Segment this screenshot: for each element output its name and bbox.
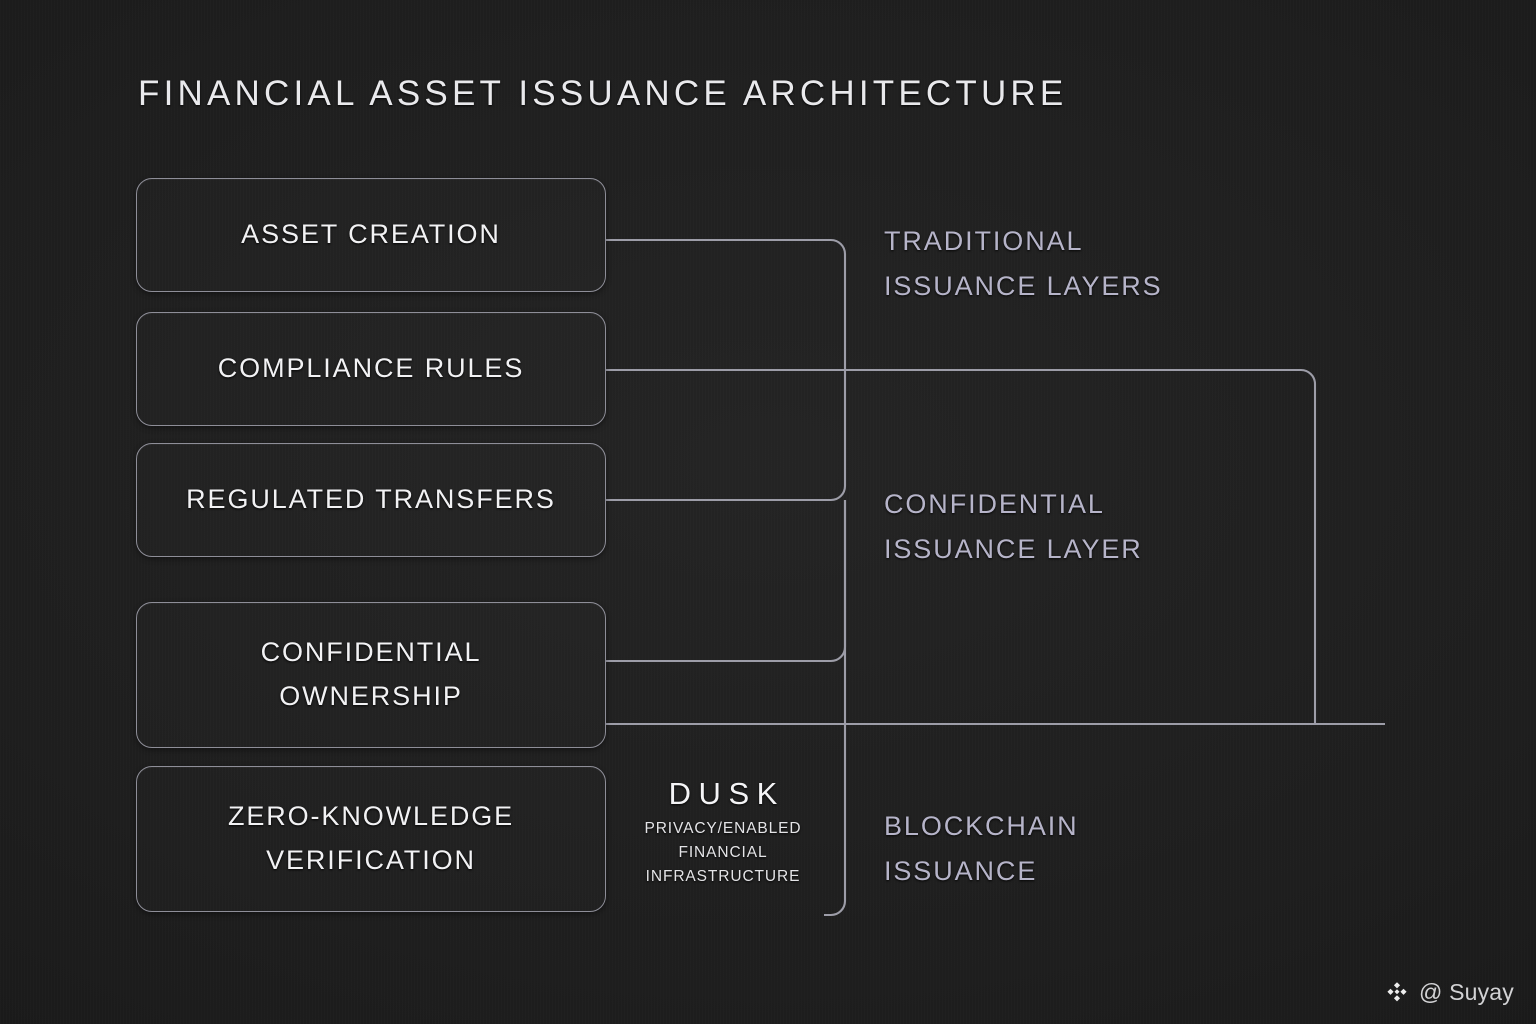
brand-block: DUSK PRIVACY/ENABLED FINANCIAL INFRASTRU… (614, 776, 832, 889)
watermark: @ Suyay (1384, 979, 1514, 1006)
watermark-text: @ Suyay (1418, 979, 1514, 1005)
brand-name: DUSK (668, 776, 785, 811)
stage-box-zero-knowledge-verification[interactable]: ZERO-KNOWLEDGE VERIFICATION (136, 766, 606, 912)
page-title: FINANCIAL ASSET ISSUANCE ARCHITECTURE (138, 74, 1068, 113)
stage-box-label: REGULATED TRANSFERS (186, 484, 556, 515)
layer-caption-blockchain-issuance: BLOCKCHAIN ISSUANCE (884, 811, 1079, 886)
stage-box-label: COMPLIANCE RULES (217, 353, 525, 384)
brand-tagline: PRIVACY/ENABLED FINANCIAL INFRASTRUCTURE (644, 820, 802, 886)
stage-box-label: CONFIDENTIAL OWNERSHIP (260, 637, 482, 711)
wire-asset-creation (606, 238, 847, 370)
wire-confidential-ownership-upper (606, 500, 847, 663)
stage-box-regulated-transfers[interactable]: REGULATED TRANSFERS (136, 443, 606, 557)
stage-box-label: ZERO-KNOWLEDGE VERIFICATION (227, 801, 515, 875)
binance-diamond-icon (1387, 981, 1407, 1001)
stage-box-confidential-ownership[interactable]: CONFIDENTIAL OWNERSHIP (136, 602, 606, 748)
layer-caption-confidential-issuance-layer: CONFIDENTIAL ISSUANCE LAYER (884, 489, 1143, 564)
stage-box-compliance-rules[interactable]: COMPLIANCE RULES (136, 312, 606, 426)
stage-box-asset-creation[interactable]: ASSET CREATION (136, 178, 606, 292)
stage-box-label: ASSET CREATION (241, 219, 501, 250)
wire-regulated-transfers (606, 370, 847, 502)
layer-caption-traditional-issuance-layers: TRADITIONAL ISSUANCE LAYERS (884, 226, 1163, 301)
